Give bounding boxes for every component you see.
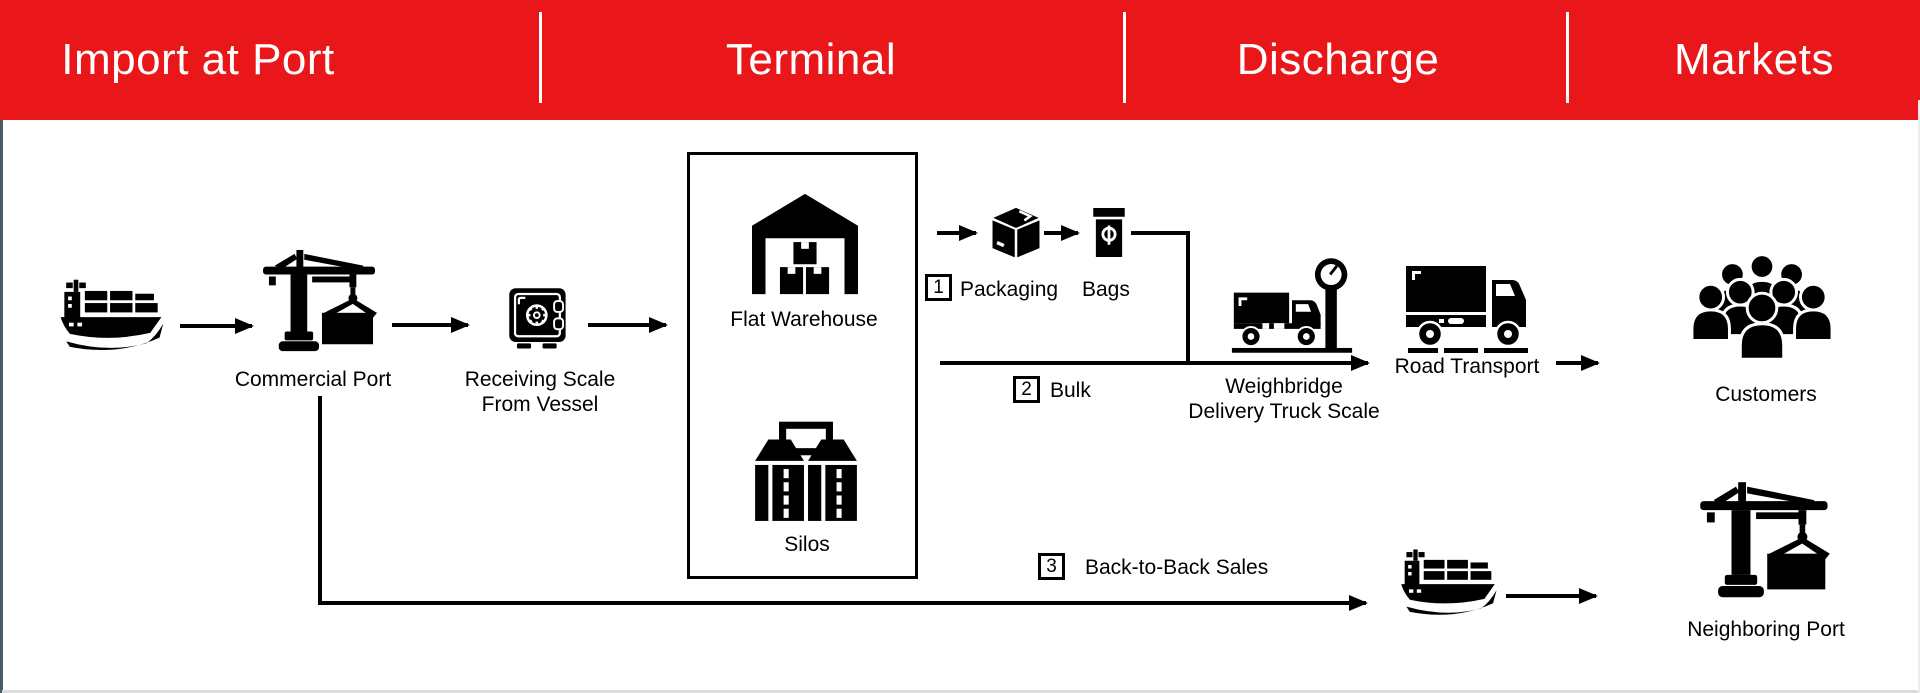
- right-edge-border: [1918, 100, 1920, 693]
- header-divider: [539, 12, 542, 103]
- header-divider: [1566, 12, 1569, 103]
- harbor-crane-icon: [1698, 476, 1832, 609]
- bottom-edge-border: [2, 690, 1920, 693]
- truck-scale-icon: [1230, 256, 1354, 356]
- warehouse-icon: [752, 192, 858, 296]
- weighbridge-line1: Weighbridge: [1225, 375, 1343, 398]
- bags-label: Bags: [1082, 278, 1130, 301]
- step-3-badge: 3: [1038, 553, 1065, 580]
- crowd-icon: [1688, 250, 1836, 362]
- receiving-scale-line1: Receiving Scale: [464, 368, 616, 391]
- weighbridge-label: Weighbridge Delivery Truck Scale: [1188, 374, 1379, 424]
- step-2-badge: 2: [1013, 376, 1040, 403]
- weighbridge-line2: Delivery Truck Scale: [1188, 400, 1380, 423]
- header-section-terminal: Terminal: [725, 35, 897, 84]
- road-transport-label: Road Transport: [1394, 355, 1540, 378]
- bulk-label: Bulk: [1050, 379, 1091, 402]
- cargo-ship-icon: [55, 278, 167, 358]
- customers-label: Customers: [1715, 383, 1817, 406]
- cargo-ship-icon: [1396, 546, 1500, 624]
- harbor-crane-icon: [260, 248, 380, 358]
- packaging-label: Packaging: [960, 278, 1059, 301]
- header-divider: [1123, 12, 1126, 103]
- flat-warehouse-label: Flat Warehouse: [730, 308, 878, 331]
- left-edge-border: [0, 120, 3, 693]
- back-to-back-sales-label: Back-to-Back Sales: [1085, 556, 1269, 579]
- receiving-scale-label: Receiving Scale From Vessel: [465, 367, 616, 417]
- header-section-discharge: Discharge: [1236, 35, 1440, 84]
- step-1-badge: 1: [925, 274, 952, 301]
- safe-scale-icon: [508, 284, 572, 354]
- neighboring-port-label: Neighboring Port: [1687, 618, 1845, 641]
- line-bags-to-bulk-route: [1131, 231, 1190, 365]
- receiving-scale-line2: From Vessel: [481, 393, 599, 416]
- header-section-import-at-port: Import at Port: [61, 35, 335, 84]
- header-section-markets: Markets: [1674, 35, 1834, 84]
- header-band: Import at Port Terminal Discharge Market…: [0, 0, 1920, 120]
- silos-icon: [749, 410, 863, 526]
- seed-bag-icon: [1090, 208, 1128, 257]
- silos-label: Silos: [784, 533, 830, 556]
- package-box-icon: [990, 207, 1042, 259]
- box-truck-icon: [1404, 262, 1536, 354]
- commercial-port-label: Commercial Port: [234, 368, 392, 391]
